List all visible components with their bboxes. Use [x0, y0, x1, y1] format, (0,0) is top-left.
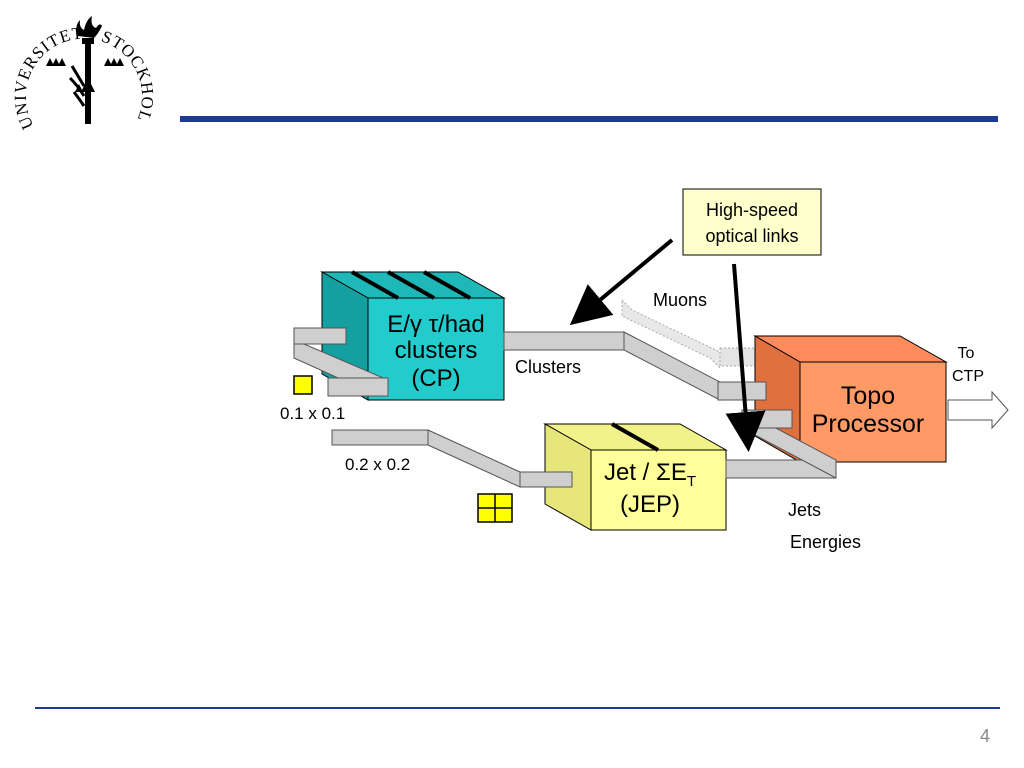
callout-line-1: High-speed [706, 200, 798, 220]
cp-input-link [293, 327, 389, 397]
jep-label-line-1: Jet / ΣET [604, 459, 696, 490]
topo-processor-box [753, 335, 948, 463]
header-rule [180, 116, 998, 122]
cp-label-line-1: E/γ τ/had [387, 311, 485, 338]
clusters-link [503, 331, 767, 401]
three-crowns-icon [46, 58, 124, 92]
cp-label-line-3: (CP) [411, 365, 460, 392]
callout-line-2: optical links [705, 226, 798, 246]
muons-label: Muons [653, 290, 707, 310]
clusters-label: Clusters [515, 357, 581, 377]
topo-label-line-2: Processor [812, 410, 925, 438]
torch-icon [68, 16, 102, 124]
to-ctp-label-1: To [958, 345, 975, 362]
topo-label-line-1: Topo [841, 382, 895, 410]
cp-label-line-2: clusters [395, 337, 478, 364]
jep-input-link [331, 429, 573, 488]
university-logo: UNIVERSITET · STOCKHOLMS + [6, 6, 156, 132]
jets-label: Jets [788, 500, 821, 520]
jep-label-line-2: (JEP) [620, 491, 680, 518]
jep-box [543, 422, 728, 531]
page-number: 4 [979, 726, 990, 746]
callout-box [682, 188, 822, 256]
energies-label: Energies [790, 532, 861, 552]
to-ctp-arrow [947, 390, 1009, 430]
tower-large-icon [477, 493, 513, 523]
granularity-large-label: 0.2 x 0.2 [345, 455, 410, 474]
footer-rule [35, 707, 1000, 709]
granularity-small-label: 0.1 x 0.1 [280, 404, 345, 423]
tower-small-icon [293, 375, 313, 395]
to-ctp-label-2: CTP [952, 368, 984, 385]
callout-arrow-left [569, 238, 674, 326]
callout-arrow-down [725, 263, 766, 452]
